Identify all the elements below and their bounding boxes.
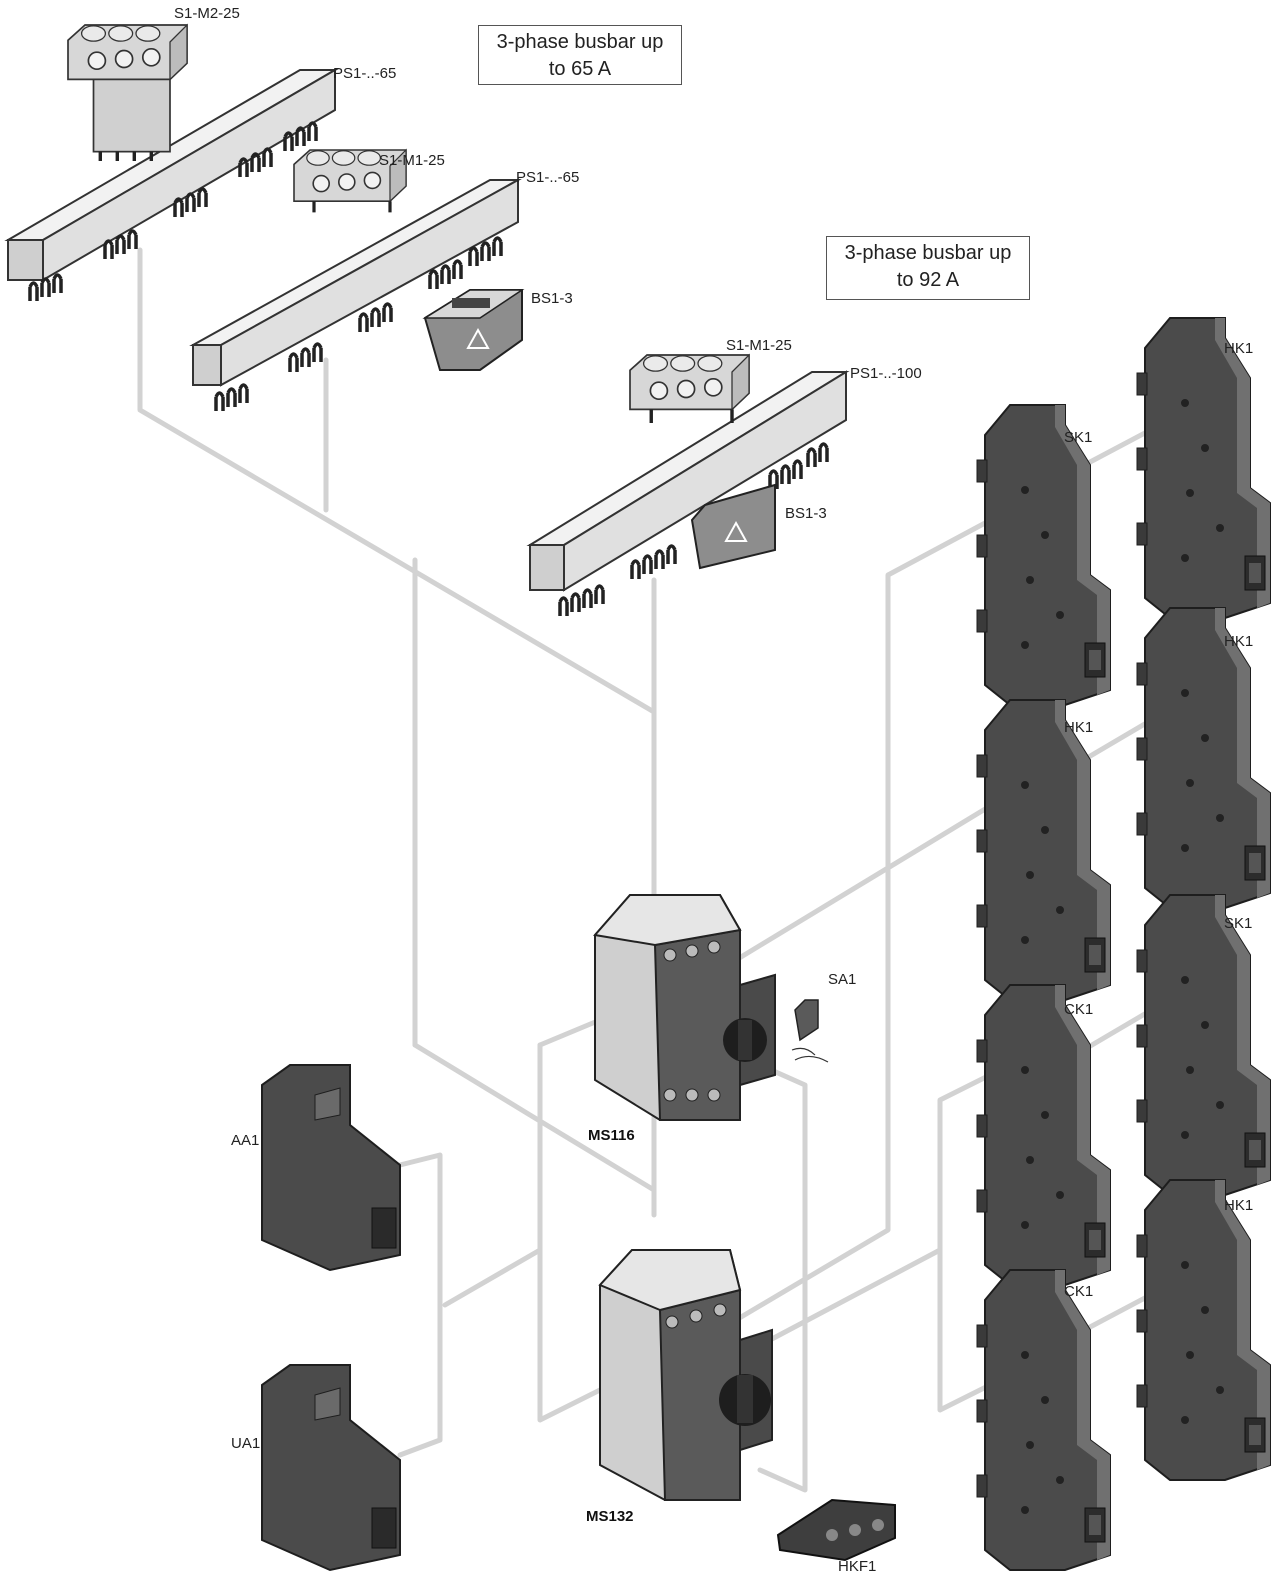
label-s1-m2-25: S1-M2-25 [174, 5, 240, 22]
callout-busbar-92a: 3-phase busbar up to 92 A [826, 236, 1030, 300]
aux-contact-hk1-b [1136, 607, 1271, 909]
aux-contact-hk1-a [1136, 317, 1271, 619]
callout-busbar-92a-line1: 3-phase busbar up [844, 242, 1012, 264]
component-labels: S1-M2-25 PS1-..-65 S1-M1-25 PS1-..-65 BS… [174, 5, 1253, 1575]
breaker-ms132 [598, 1249, 773, 1501]
aux-contact-ck1-a [976, 984, 1111, 1286]
terminal-s1-m1-25-b [629, 354, 750, 424]
label-ps1-100: PS1-..-100 [850, 365, 922, 382]
label-hkf1: HKF1 [838, 1558, 876, 1575]
label-sa1: SA1 [828, 971, 856, 988]
module-aa1 [261, 1064, 401, 1272]
label-hk1-d: HK1 [1224, 1197, 1253, 1214]
callout-busbar-65a-line1: 3-phase busbar up [496, 31, 664, 53]
label-sk1-b: SK1 [1224, 915, 1252, 932]
label-ms116: MS116 [588, 1127, 635, 1144]
label-ps1-65-mid: PS1-..-65 [516, 169, 579, 186]
busbar-ps1-65-top [4, 68, 339, 303]
aux-contact-ck1-b [976, 1269, 1111, 1571]
label-hk1-c: HK1 [1064, 719, 1093, 736]
module-ua1 [261, 1364, 401, 1572]
cover-bs1-3-a [422, 289, 525, 371]
callout-busbar-92a-line2: to 92 A [896, 269, 960, 291]
label-s1-m1-25-a: S1-M1-25 [379, 152, 445, 169]
label-s1-m1-25-b: S1-M1-25 [726, 337, 792, 354]
busbar-ps1-100 [526, 370, 850, 618]
busbar-ps1-65-mid [189, 178, 522, 413]
aux-contact-sk1-b [1136, 894, 1271, 1196]
callout-busbar-65a-line2: to 65 A [548, 58, 612, 80]
label-hk1-b: HK1 [1224, 633, 1253, 650]
label-ua1: UA1 [231, 1435, 260, 1452]
terminal-s1-m1-25-a [293, 149, 407, 213]
label-bs1-3-b: BS1-3 [785, 505, 827, 522]
label-ps1-65-top: PS1-..-65 [333, 65, 396, 82]
label-ms132: MS132 [586, 1508, 634, 1525]
breaker-ms116 [593, 894, 776, 1121]
contact-sa1 [791, 999, 829, 1063]
label-sk1-a: SK1 [1064, 429, 1092, 446]
label-ck1-b: CK1 [1064, 1283, 1093, 1300]
label-ck1-a: CK1 [1064, 1001, 1093, 1018]
terminal-s1-m2-25 [67, 24, 188, 162]
cover-bs1-3-b [690, 483, 776, 570]
callout-busbar-65a: 3-phase busbar up to 65 A [478, 25, 682, 85]
label-hk1-a: HK1 [1224, 340, 1253, 357]
aux-contact-sk1-a [976, 404, 1111, 706]
contact-hkf1 [776, 1498, 896, 1562]
label-bs1-3-a: BS1-3 [531, 290, 573, 307]
aux-contact-hk1-c [976, 699, 1111, 1001]
label-aa1: AA1 [231, 1132, 259, 1149]
aux-contact-hk1-d [1136, 1179, 1271, 1481]
